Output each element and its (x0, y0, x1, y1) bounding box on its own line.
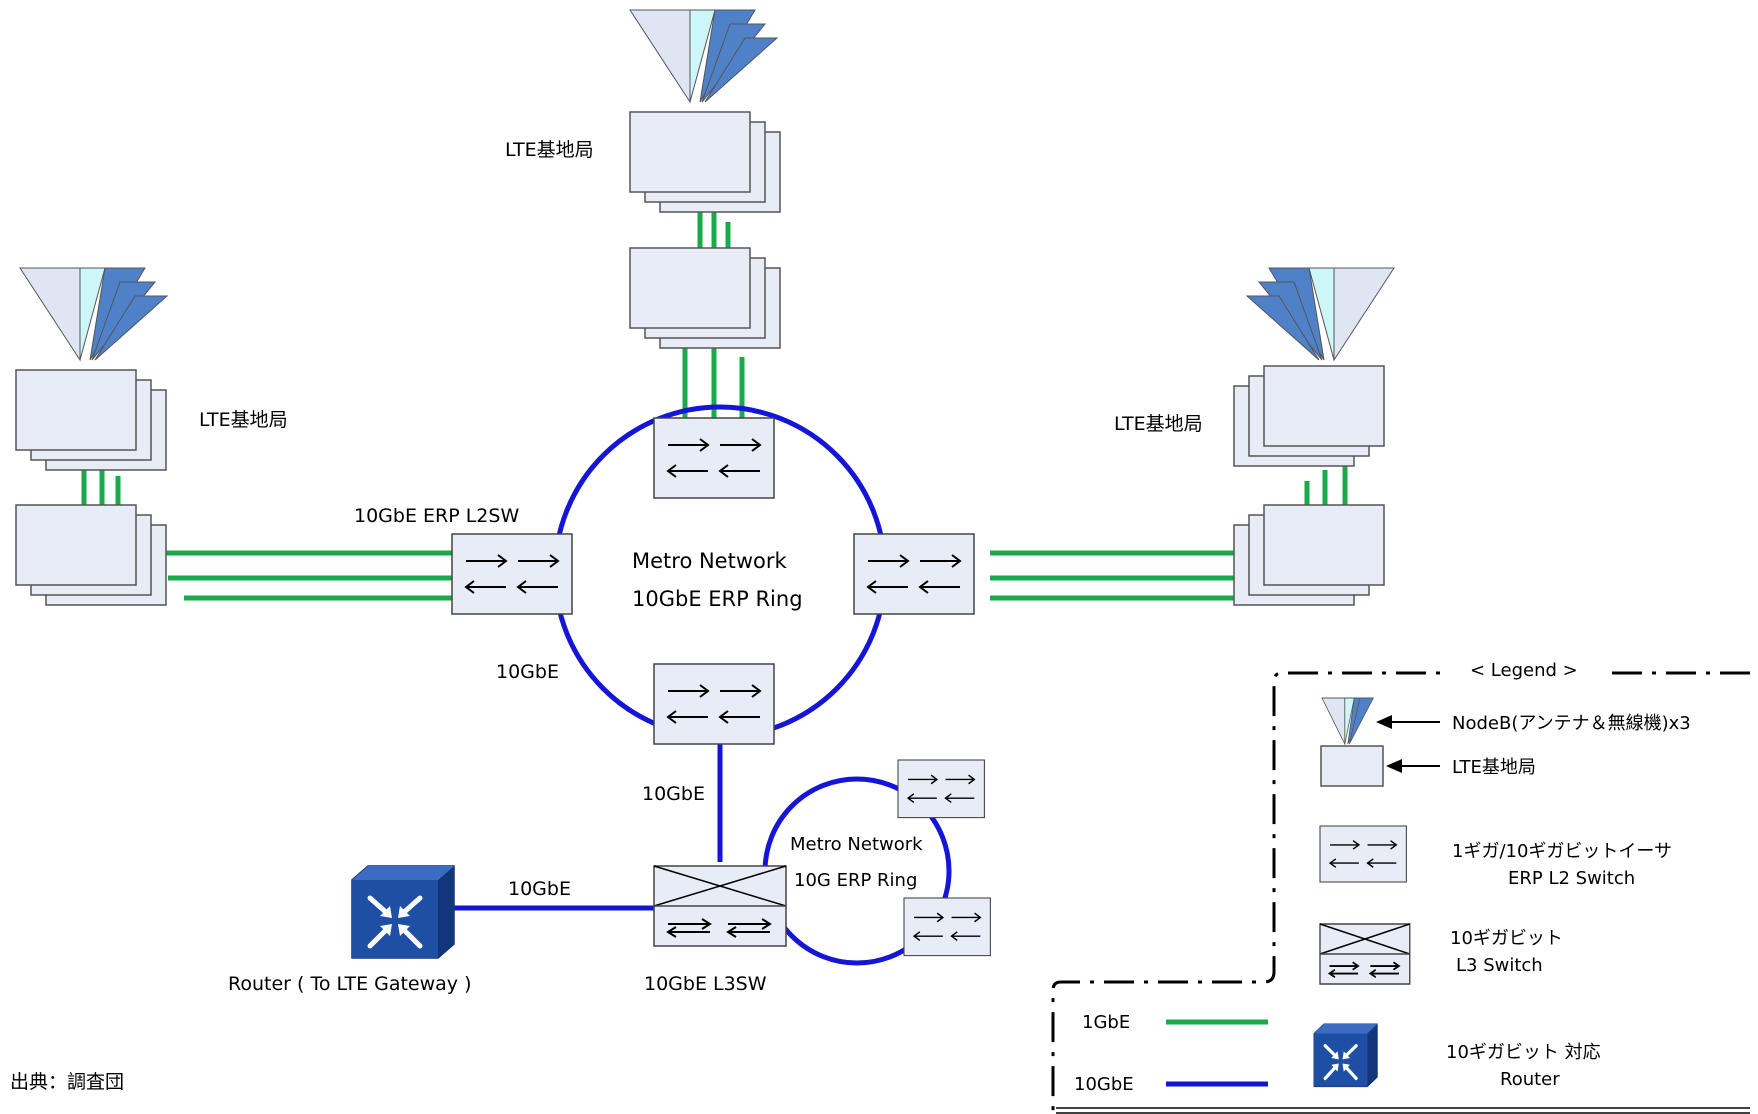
legend-l2-switch-icon (1319, 825, 1408, 883)
antenna-top-icon (629, 9, 778, 103)
legend-l3-switch-icon (1319, 923, 1411, 985)
station-right-label: LTE基地局 (1114, 413, 1203, 435)
antenna-left-icon (19, 267, 168, 361)
l2-switch-bottom (653, 663, 775, 745)
legend-border (1051, 671, 1750, 1114)
base-station-top-upper (629, 111, 781, 213)
legend-l3-text-1: 10ギガビット (1450, 928, 1563, 949)
l2-switch-left (451, 533, 573, 615)
legend: < Legend > NodeB(アンテナ＆無線機)x3 LTE基地局 1ギガ/… (1051, 655, 1750, 1114)
base-station-top-lower (629, 247, 781, 349)
base-station-left-lower (15, 504, 167, 606)
legend-router-text-2: Router (1500, 1069, 1560, 1090)
lte-station-left (15, 267, 168, 606)
lte-station-top (629, 9, 781, 349)
legend-bottom-band (1056, 1107, 1750, 1114)
l2-switch-top (653, 417, 775, 499)
legend-antenna-icon (1321, 697, 1375, 746)
legend-router-icon (1312, 1022, 1379, 1089)
l2-switch-small-ring-top (897, 759, 986, 819)
base-station-right-upper (1233, 365, 1385, 467)
legend-title: < Legend > (1470, 660, 1578, 681)
legend-l3-text-2: L3 Switch (1456, 955, 1543, 976)
lte-station-right (1233, 267, 1395, 606)
l3sw-label: 10GbE L3SW (644, 973, 767, 995)
base-station-right-lower (1233, 504, 1385, 606)
legend-router-text-1: 10ギガビット 対応 (1446, 1042, 1601, 1063)
small-ring-title: Metro Network (790, 834, 923, 855)
l3-switch (653, 865, 787, 947)
legend-lte-text: LTE基地局 (1452, 757, 1536, 778)
legend-nodeb-text: NodeB(アンテナ＆無線機)x3 (1452, 713, 1691, 734)
small-ring-subtitle: 10G ERP Ring (794, 870, 917, 891)
l2sw-label: 10GbE ERP L2SW (354, 505, 519, 527)
legend-station-icon (1320, 745, 1384, 787)
link-ring-left-label: 10GbE (496, 661, 559, 683)
link-router-label: 10GbE (508, 878, 571, 900)
station-top-label: LTE基地局 (505, 139, 594, 161)
l2-switch-small-ring-bottom (903, 897, 992, 957)
links-1gbe (81, 200, 1348, 601)
legend-l2-text-1: 1ギガ/10ギガビットイーサ (1452, 841, 1672, 862)
source-note: 出典：調査団 (10, 1071, 124, 1093)
base-station-left-upper (15, 369, 167, 471)
legend-l2-text-2: ERP L2 Switch (1508, 868, 1635, 889)
router-label: Router ( To LTE Gateway ) (228, 973, 472, 995)
router-icon (352, 866, 454, 958)
ring-title: Metro Network (632, 549, 787, 573)
station-left-label: LTE基地局 (199, 409, 288, 431)
ring-subtitle: 10GbE ERP Ring (632, 587, 803, 611)
legend-1gbe-text: 1GbE (1082, 1012, 1130, 1033)
legend-10gbe-text: 10GbE (1074, 1074, 1134, 1095)
l2-switch-right (853, 533, 975, 615)
link-down-label: 10GbE (642, 783, 705, 805)
antenna-right-icon (1246, 267, 1395, 361)
